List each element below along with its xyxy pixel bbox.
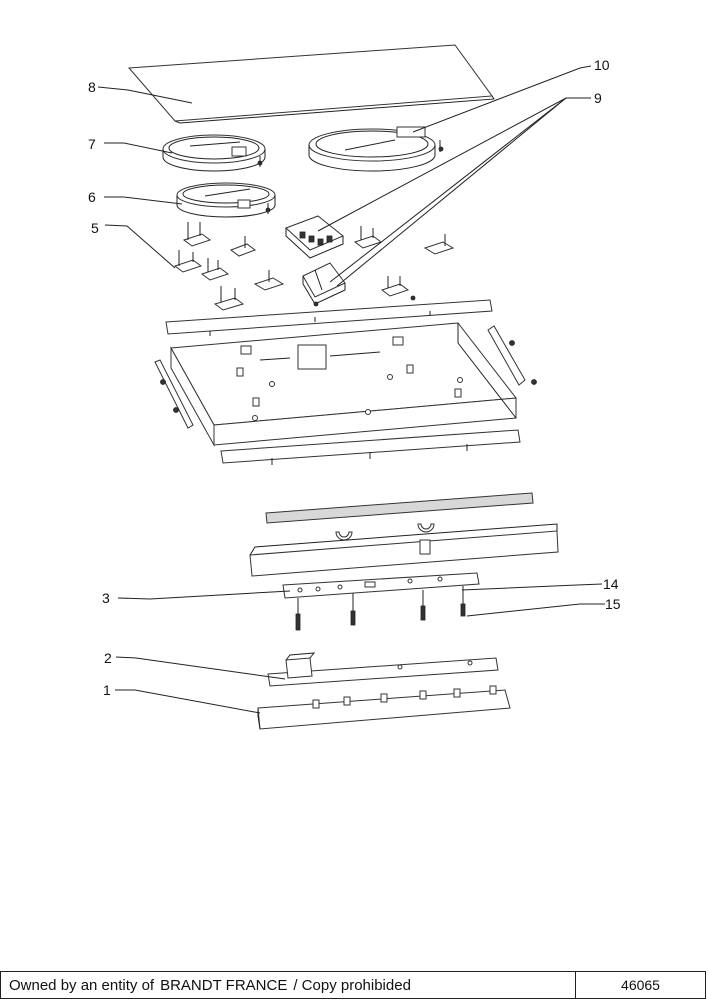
callout-5: 5 bbox=[91, 220, 99, 236]
leader-lines bbox=[97, 65, 605, 714]
casing-tray bbox=[170, 322, 517, 447]
callout-14: 14 bbox=[603, 576, 619, 592]
callout-3: 3 bbox=[102, 590, 110, 606]
control-clips bbox=[335, 523, 435, 541]
mounting-brackets bbox=[173, 222, 455, 311]
terminal-block-lower bbox=[302, 262, 346, 307]
front-profile-strip bbox=[165, 299, 493, 336]
terminal-block-upper bbox=[285, 215, 344, 259]
exploded-parts-diagram bbox=[97, 44, 605, 730]
callout-10: 10 bbox=[594, 57, 610, 73]
control-panel-housing bbox=[249, 523, 559, 577]
control-panel-trim bbox=[265, 492, 534, 524]
copy-notice: / Copy prohibided bbox=[293, 976, 411, 994]
callout-8: 8 bbox=[88, 79, 96, 95]
callout-7: 7 bbox=[88, 136, 96, 152]
glass-top-plate bbox=[127, 44, 495, 124]
callout-2: 2 bbox=[104, 650, 112, 666]
heating-element-middle bbox=[176, 182, 276, 218]
control-pcb bbox=[282, 572, 480, 599]
side-bracket-right bbox=[487, 325, 537, 386]
callout-6: 6 bbox=[88, 189, 96, 205]
callout-9: 9 bbox=[594, 90, 602, 106]
ownership-footer: Owned by an entity of BRANDT FRANCE / Co… bbox=[0, 971, 706, 999]
ownership-prefix: Owned by an entity of bbox=[9, 976, 155, 994]
company-name: BRANDT FRANCE bbox=[160, 976, 288, 994]
power-board bbox=[267, 652, 499, 687]
knob-spindles bbox=[295, 586, 466, 631]
base-control-plate bbox=[257, 685, 511, 730]
rear-profile-strip bbox=[220, 429, 521, 465]
document-number: 46065 bbox=[621, 977, 660, 993]
heating-element-left bbox=[162, 134, 266, 172]
callout-1: 1 bbox=[103, 682, 111, 698]
side-bracket-left bbox=[154, 359, 194, 429]
heating-element-right bbox=[308, 126, 444, 172]
callout-15: 15 bbox=[605, 596, 621, 612]
ownership-notice: Owned by an entity of BRANDT FRANCE / Co… bbox=[1, 972, 576, 998]
